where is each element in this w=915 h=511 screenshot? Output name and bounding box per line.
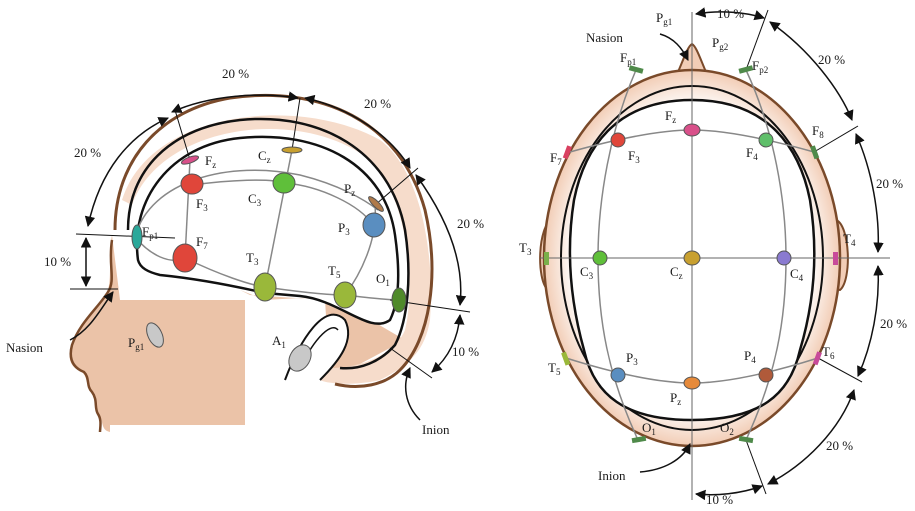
side-electrode-o1 (392, 288, 406, 312)
top-label-inion: Inion (598, 468, 626, 483)
top-label-t4: T4 (843, 231, 856, 248)
top-label-10-top: 10 % (717, 6, 744, 21)
top-label-f7: F7 (550, 150, 562, 167)
side-label-10-left: 10 % (44, 254, 71, 269)
top-electrode-f4 (759, 133, 773, 147)
top-electrode-o2 (739, 436, 754, 443)
top-label-t5: T5 (548, 360, 561, 377)
top-label-t3: T3 (519, 240, 532, 257)
top-label-f8: F8 (812, 123, 824, 140)
side-arrow-inion (406, 368, 420, 420)
top-arrow-20-right-upper (856, 134, 878, 252)
side-view: 20 % 20 % 20 % 20 % 10 % 10 % Nasion Ini… (6, 66, 484, 437)
top-electrode-o1 (632, 436, 647, 443)
top-arrow-inion (640, 444, 690, 472)
side-label-20-topleft: 20 % (74, 145, 101, 160)
side-electrode-c3 (273, 173, 295, 193)
top-label-20-lower-right: 20 % (826, 438, 853, 453)
side-electrode-f3 (181, 174, 203, 194)
top-ref-line-t6 (818, 358, 862, 382)
side-electrode-t5 (334, 282, 356, 308)
top-label-nasion: Nasion (586, 30, 623, 45)
side-label-nasion: Nasion (6, 340, 43, 355)
side-label-20-right: 20 % (457, 216, 484, 231)
top-electrode-c3 (593, 251, 607, 265)
side-label-inion: Inion (422, 422, 450, 437)
top-label-fp1: Fp1 (620, 50, 636, 67)
top-label-20-upper-right: 20 % (818, 52, 845, 67)
side-label-a1: A1 (272, 333, 286, 350)
side-label-20-top: 20 % (222, 66, 249, 81)
top-electrode-c4 (777, 251, 791, 265)
top-label-pg2: Pg2 (712, 35, 728, 52)
top-electrode-p3 (611, 368, 625, 382)
top-electrode-cz (684, 251, 700, 265)
top-arrow-20-upper-right (770, 22, 852, 120)
top-electrode-f3 (611, 133, 625, 147)
side-electrode-p3 (363, 213, 385, 237)
top-electrode-fz (684, 124, 700, 136)
top-view: Nasion Inion 10 % 20 % 20 % 20 % 20 % 10… (519, 6, 907, 507)
side-electrode-t3 (254, 273, 276, 301)
top-electrode-pz (684, 377, 700, 389)
side-label-10-bottom: 10 % (452, 344, 479, 359)
top-arrow-20-right-lower (858, 266, 878, 376)
top-label-t6: T6 (822, 344, 835, 361)
side-electrode-fp1 (132, 225, 142, 249)
side-electrode-cz (282, 147, 302, 153)
top-ref-line-o2 (746, 440, 766, 494)
top-label-20-right-upper: 20 % (876, 176, 903, 191)
top-electrode-p4 (759, 368, 773, 382)
top-label-10-bottom: 10 % (706, 492, 733, 507)
side-electrode-f7 (173, 244, 197, 272)
top-electrode-t3 (544, 252, 549, 265)
top-label-fp2: Fp2 (752, 58, 768, 75)
top-electrode-t4 (833, 252, 838, 265)
side-label-20-topright: 20 % (364, 96, 391, 111)
top-label-pg1: Pg1 (656, 10, 672, 27)
top-label-20-right-lower: 20 % (880, 316, 907, 331)
